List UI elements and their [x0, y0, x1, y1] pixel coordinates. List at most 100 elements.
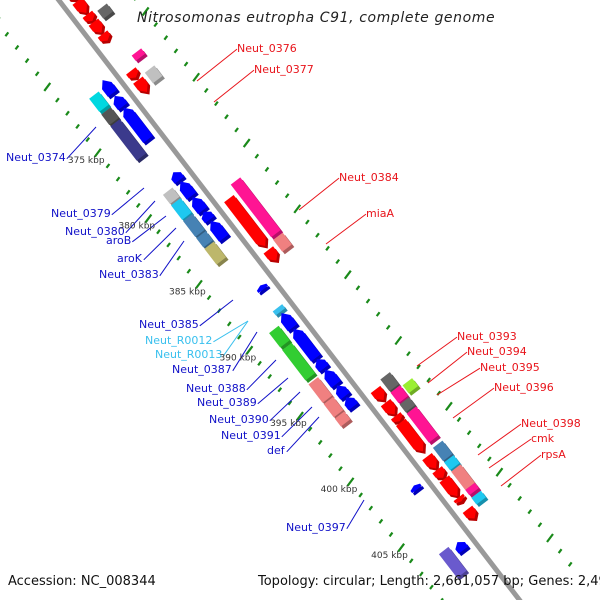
gene-feature[interactable] — [183, 213, 208, 240]
gene-label[interactable]: Neut_0393 — [416, 330, 517, 367]
gene-label-text: Neut_0383 — [99, 268, 159, 281]
gene-label[interactable]: Neut_0395 — [436, 361, 540, 396]
gene-feature[interactable] — [334, 411, 353, 430]
gene-feature[interactable] — [131, 48, 148, 64]
gene-label[interactable]: aroK — [117, 227, 177, 265]
gene-body — [410, 483, 422, 494]
minor-tick — [14, 44, 20, 51]
gene-label[interactable]: Neut_0376 — [196, 42, 297, 82]
gene-label[interactable]: def — [267, 416, 320, 457]
minor-tick — [416, 364, 421, 370]
minor-tick — [456, 416, 462, 423]
gene-feature[interactable] — [399, 397, 418, 415]
gene-feature[interactable] — [88, 18, 106, 36]
gene-feature[interactable] — [315, 359, 332, 375]
gene-label-text: Neut_0397 — [286, 521, 346, 534]
gene-label[interactable]: Neut_0397 — [286, 499, 365, 534]
leader-line — [286, 416, 320, 453]
gene-feature[interactable] — [210, 220, 232, 245]
gene-label[interactable]: aroB — [106, 215, 167, 247]
gene-label-text: Neut_0379 — [51, 207, 111, 220]
gene-feature[interactable] — [201, 211, 217, 226]
gene-feature[interactable] — [432, 466, 448, 481]
gene-feature[interactable] — [263, 246, 281, 263]
gene-feature[interactable] — [89, 91, 112, 115]
gene-feature[interactable] — [308, 377, 335, 406]
gene-feature[interactable] — [273, 232, 295, 255]
gene-feature[interactable] — [462, 505, 479, 522]
gene-label[interactable]: cmk — [488, 432, 555, 469]
gene-label[interactable]: rpsA — [500, 448, 566, 487]
gene-feature[interactable] — [133, 76, 151, 95]
gene-feature[interactable] — [370, 385, 388, 403]
gene-label[interactable]: Neut_R0013 — [155, 320, 249, 361]
gene-label[interactable]: Neut_0396 — [452, 381, 554, 419]
gene-feature[interactable] — [410, 483, 425, 496]
gene-feature[interactable] — [97, 3, 116, 22]
gene-label[interactable]: Neut_0388 — [186, 359, 277, 395]
gene-label-text: Neut_R0013 — [155, 348, 222, 361]
major-tick — [346, 477, 355, 487]
gene-feature[interactable] — [380, 399, 398, 418]
gene-feature[interactable] — [344, 397, 361, 413]
gene-feature[interactable] — [82, 10, 98, 25]
gene-feature[interactable] — [406, 406, 441, 446]
gene-feature[interactable] — [123, 107, 156, 146]
gene-feature[interactable] — [280, 313, 300, 334]
gene-label[interactable]: Neut_0391 — [221, 406, 313, 442]
gene-feature[interactable] — [179, 181, 199, 203]
gene-feature[interactable] — [439, 475, 461, 499]
gene-feature[interactable] — [422, 452, 440, 471]
gene-body — [256, 283, 269, 294]
gene-feature[interactable] — [438, 546, 470, 581]
gene-feature[interactable] — [171, 172, 187, 187]
gene-label[interactable]: Neut_0385 — [139, 299, 234, 331]
gene-feature[interactable] — [444, 455, 463, 473]
gene-feature[interactable] — [402, 378, 421, 396]
gene-feature[interactable] — [102, 80, 120, 100]
gene-label[interactable]: Neut_0383 — [99, 240, 185, 281]
gene-label[interactable]: Neut_0394 — [427, 345, 527, 384]
gene-label[interactable]: Neut_R0012 — [145, 320, 249, 347]
gene-label[interactable]: Neut_0390 — [209, 391, 301, 426]
gene-feature[interactable] — [113, 95, 131, 113]
gene-feature[interactable] — [272, 304, 288, 318]
minor-tick — [307, 426, 313, 432]
gene-label[interactable]: Neut_0379 — [51, 187, 145, 220]
gene-feature[interactable] — [335, 385, 353, 403]
gene-feature[interactable] — [256, 283, 271, 296]
gene-label[interactable]: Neut_0387 — [172, 331, 258, 376]
gene-feature[interactable] — [395, 418, 426, 454]
minor-tick — [203, 87, 209, 93]
gene-feature[interactable] — [72, 0, 90, 16]
gene-label[interactable]: miaA — [325, 207, 395, 245]
gene-feature[interactable] — [465, 482, 482, 498]
gene-feature[interactable] — [204, 241, 229, 268]
gene-feature[interactable] — [192, 197, 210, 217]
leader-line — [66, 126, 97, 160]
gene-feature[interactable] — [453, 493, 468, 506]
gene-feature[interactable] — [97, 30, 113, 44]
minor-tick — [257, 360, 262, 366]
gene-feature[interactable] — [471, 490, 489, 508]
leader-line — [298, 177, 340, 211]
gene-feature[interactable] — [110, 119, 149, 164]
gene-feature[interactable] — [230, 177, 284, 240]
leader-line — [416, 336, 458, 367]
gene-feature[interactable] — [269, 325, 293, 351]
gene-label[interactable]: Neut_0384 — [298, 171, 399, 211]
gene-feature[interactable] — [224, 194, 269, 249]
gene-label[interactable]: Neut_0380 — [65, 200, 156, 238]
gene-label[interactable]: Neut_0374 — [6, 126, 97, 164]
minor-tick — [355, 285, 361, 291]
gene-label[interactable]: Neut_0389 — [197, 377, 289, 409]
gene-feature[interactable] — [455, 542, 471, 557]
gene-label[interactable]: Neut_0398 — [477, 417, 581, 456]
gene-feature[interactable] — [126, 67, 141, 81]
gene-body — [465, 482, 479, 496]
gene-feature[interactable] — [293, 328, 324, 364]
gene-shadow — [259, 286, 271, 296]
gene-feature[interactable] — [282, 342, 318, 383]
gene-label[interactable]: Neut_0377 — [213, 63, 314, 103]
gene-feature[interactable] — [144, 65, 165, 86]
